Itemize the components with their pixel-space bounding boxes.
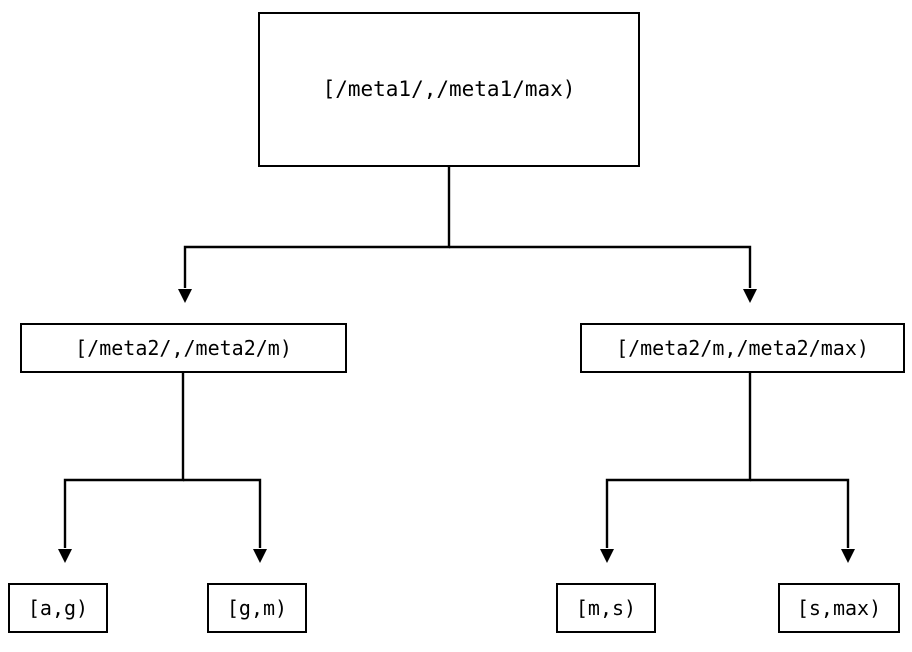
tree-node-root-label: [/meta1/,/meta1/max) (322, 77, 576, 101)
edge-mid-right-to-leaf-d (750, 478, 855, 563)
tree-node-leaf-d[interactable]: [s,max) (778, 583, 900, 633)
edge-root-to-mid-right (449, 245, 757, 303)
arrow-head-icon (253, 549, 267, 563)
tree-node-mid-right-label: [/meta2/m,/meta2/max) (616, 336, 869, 360)
arrow-head-icon (600, 549, 614, 563)
edge-mid-right-to-leaf-c (600, 373, 752, 563)
tree-node-mid-right[interactable]: [/meta2/m,/meta2/max) (580, 323, 905, 373)
arrow-head-icon (743, 289, 757, 303)
tree-node-leaf-a[interactable]: [a,g) (8, 583, 108, 633)
tree-node-root[interactable]: [/meta1/,/meta1/max) (258, 12, 640, 167)
tree-node-leaf-b[interactable]: [g,m) (207, 583, 307, 633)
arrow-head-icon (178, 289, 192, 303)
arrow-head-icon (841, 549, 855, 563)
tree-node-leaf-d-label: [s,max) (796, 596, 882, 620)
tree-node-leaf-c[interactable]: [m,s) (556, 583, 656, 633)
tree-node-leaf-a-label: [a,g) (27, 596, 89, 620)
arrow-head-icon (58, 549, 72, 563)
edge-root-to-mid-left (178, 167, 451, 303)
edge-mid-left-to-leaf-b (183, 478, 267, 563)
tree-node-mid-left-label: [/meta2/,/meta2/m) (75, 336, 292, 360)
tree-node-leaf-c-label: [m,s) (575, 596, 637, 620)
edge-mid-left-to-leaf-a (58, 373, 185, 563)
tree-node-mid-left[interactable]: [/meta2/,/meta2/m) (20, 323, 347, 373)
tree-node-leaf-b-label: [g,m) (226, 596, 288, 620)
